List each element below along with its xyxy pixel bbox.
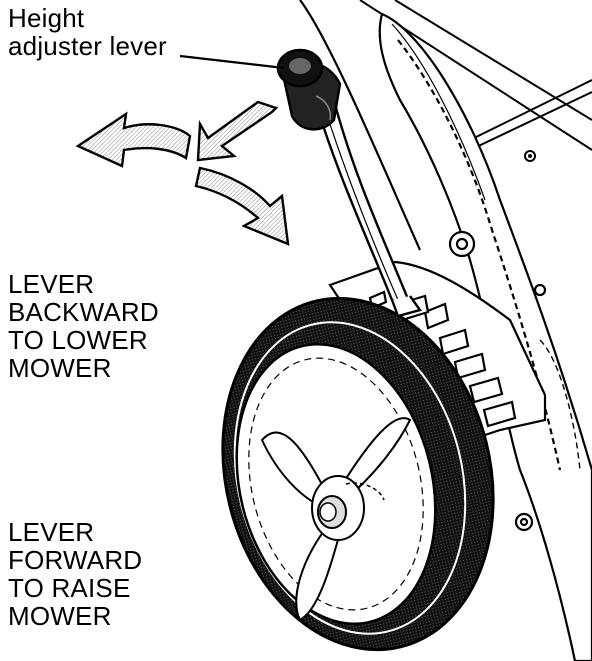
wheel — [221, 296, 495, 652]
wheel-bracket — [299, 0, 592, 661]
instruction-lower-line-1: LEVER — [8, 269, 95, 299]
callout-line-2: adjuster lever — [8, 31, 167, 61]
instruction-raise-line-1: LEVER — [8, 517, 95, 547]
instruction-lower-line-3: TO LOWER — [8, 325, 148, 355]
arrow-backward-lower-icon — [194, 166, 290, 246]
instruction-lower-line-4: MOWER — [8, 353, 112, 383]
arrow-backward-down-icon — [196, 100, 279, 162]
curved-arrow-forward-icon — [75, 111, 192, 168]
callout-line-1: Height — [8, 3, 85, 33]
instruction-raise-line-2: FORWARD — [8, 545, 143, 575]
height-adjuster-callout: Height adjuster lever — [8, 4, 167, 60]
instruction-lower-line-2: BACKWARD — [8, 297, 159, 327]
instruction-lower-mower: LEVER BACKWARD TO LOWER MOWER — [8, 270, 159, 382]
height-adjuster-lever — [276, 48, 422, 318]
instruction-raise-line-4: MOWER — [8, 601, 112, 631]
instruction-raise-line-3: TO RAISE — [8, 573, 131, 603]
callout-leader-line — [179, 54, 285, 70]
instruction-raise-mower: LEVER FORWARD TO RAISE MOWER — [8, 518, 142, 630]
